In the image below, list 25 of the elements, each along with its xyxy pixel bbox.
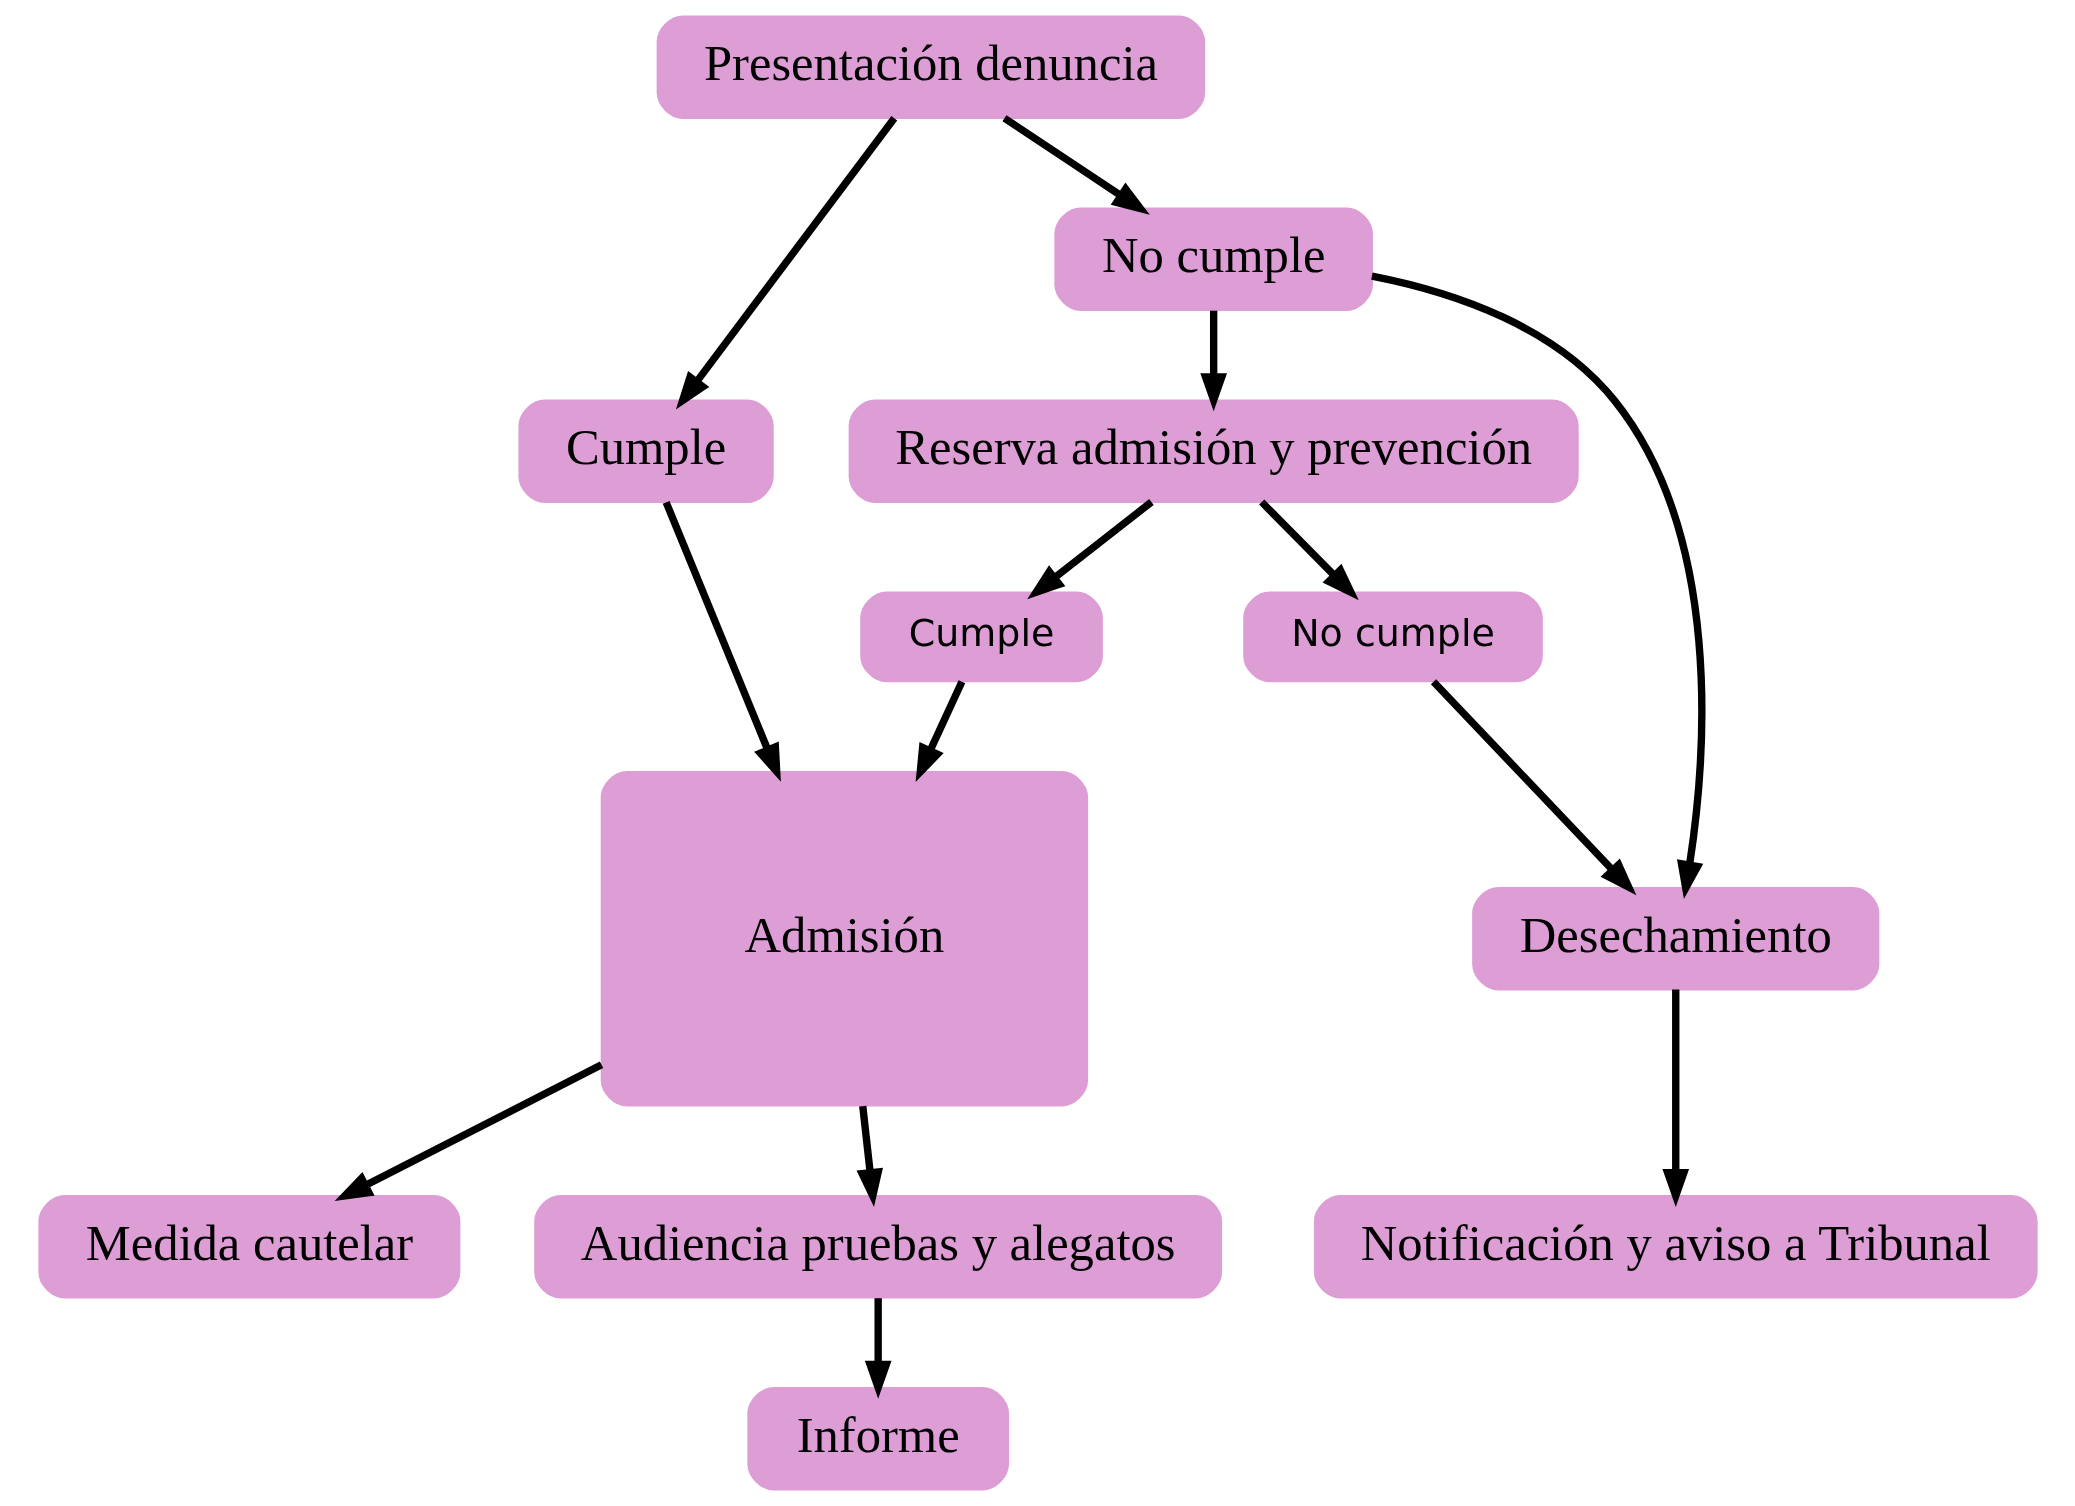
- node-box: Desechamiento: [1471, 887, 1879, 991]
- arrow: [1026, 499, 1154, 600]
- node-box: Audiencia pruebas y alegatos: [533, 1195, 1222, 1299]
- arrow: [662, 500, 781, 782]
- arrow: [864, 1298, 891, 1399]
- arrow: [334, 1061, 603, 1202]
- arrow: [1661, 989, 1689, 1208]
- node-box: Cumple: [517, 399, 774, 503]
- arrow: [856, 1105, 883, 1207]
- arrow: [1430, 679, 1636, 896]
- arrow: [1258, 499, 1359, 601]
- arrow: [915, 680, 965, 783]
- arrow: [675, 116, 897, 410]
- node-box: Reserva admisión y prevención: [848, 399, 1579, 503]
- arrow: [1199, 310, 1227, 412]
- node-box: No cumple: [1242, 591, 1543, 683]
- node-box: Presentación denuncia: [656, 15, 1205, 119]
- node-box: No cumple: [1053, 207, 1373, 311]
- arrow: [1370, 272, 1705, 900]
- arrow: [1001, 115, 1150, 215]
- node-box: Notificación y aviso a Tribunal: [1313, 1195, 2038, 1299]
- node-box: Informe: [746, 1387, 1009, 1491]
- node-box: Cumple: [859, 591, 1103, 683]
- node-box: Admisión: [600, 770, 1088, 1107]
- node-box: Medida cautelar: [37, 1195, 460, 1299]
